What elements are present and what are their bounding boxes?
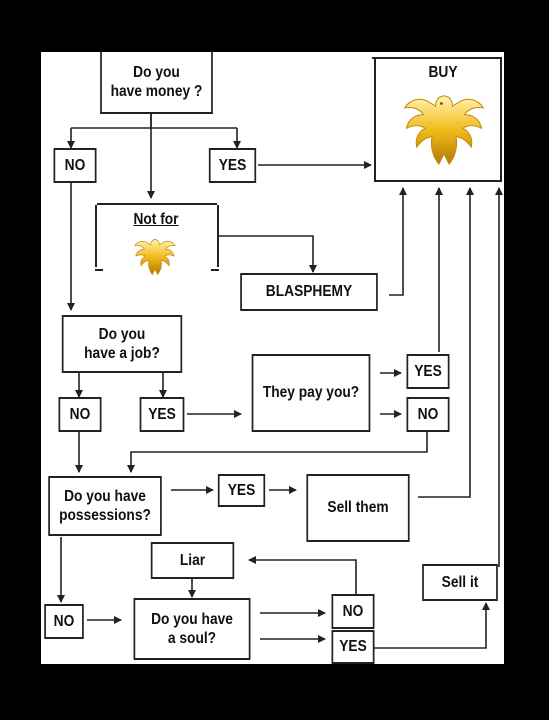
eagle-icon bbox=[403, 95, 485, 166]
no-money-box: NO bbox=[53, 148, 97, 183]
buy-label: BUY bbox=[428, 64, 458, 81]
yes-possessions-box: YES bbox=[217, 474, 266, 507]
no-possessions-box: NO bbox=[44, 604, 84, 639]
connector-lines bbox=[57, 114, 503, 649]
have-job-box: Do you have a job? bbox=[61, 315, 183, 373]
have-money-box: Do you have money ? bbox=[100, 52, 213, 114]
not-for-box bbox=[95, 203, 219, 271]
they-pay-box: They pay you? bbox=[251, 354, 371, 432]
flowchart-canvas: BUY Do you have money ? NO YES Not for B… bbox=[41, 52, 504, 664]
sell-them-box: Sell them bbox=[306, 474, 410, 542]
have-soul-box: Do you have a soul? bbox=[133, 598, 251, 660]
not-for-label: Not for bbox=[133, 211, 179, 228]
yes-soul-box: YES bbox=[331, 630, 375, 664]
buy-box bbox=[372, 57, 502, 182]
buy-bracket-left bbox=[374, 57, 376, 182]
yes-money-box: YES bbox=[208, 148, 257, 183]
no-soul-box: NO bbox=[331, 594, 375, 629]
eagle-icon bbox=[134, 239, 176, 276]
no-job-box: NO bbox=[58, 397, 102, 432]
have-money-label: Do you have money ? bbox=[110, 63, 203, 100]
yes-job-box: YES bbox=[139, 397, 185, 432]
no-pay-box: NO bbox=[406, 397, 450, 432]
liar-box: Liar bbox=[150, 542, 235, 579]
yes-pay-box: YES bbox=[406, 354, 450, 389]
have-possessions-box: Do you have possessions? bbox=[48, 476, 162, 536]
sell-it-box: Sell it bbox=[422, 564, 498, 601]
blasphemy-box: BLASPHEMY bbox=[240, 273, 378, 311]
